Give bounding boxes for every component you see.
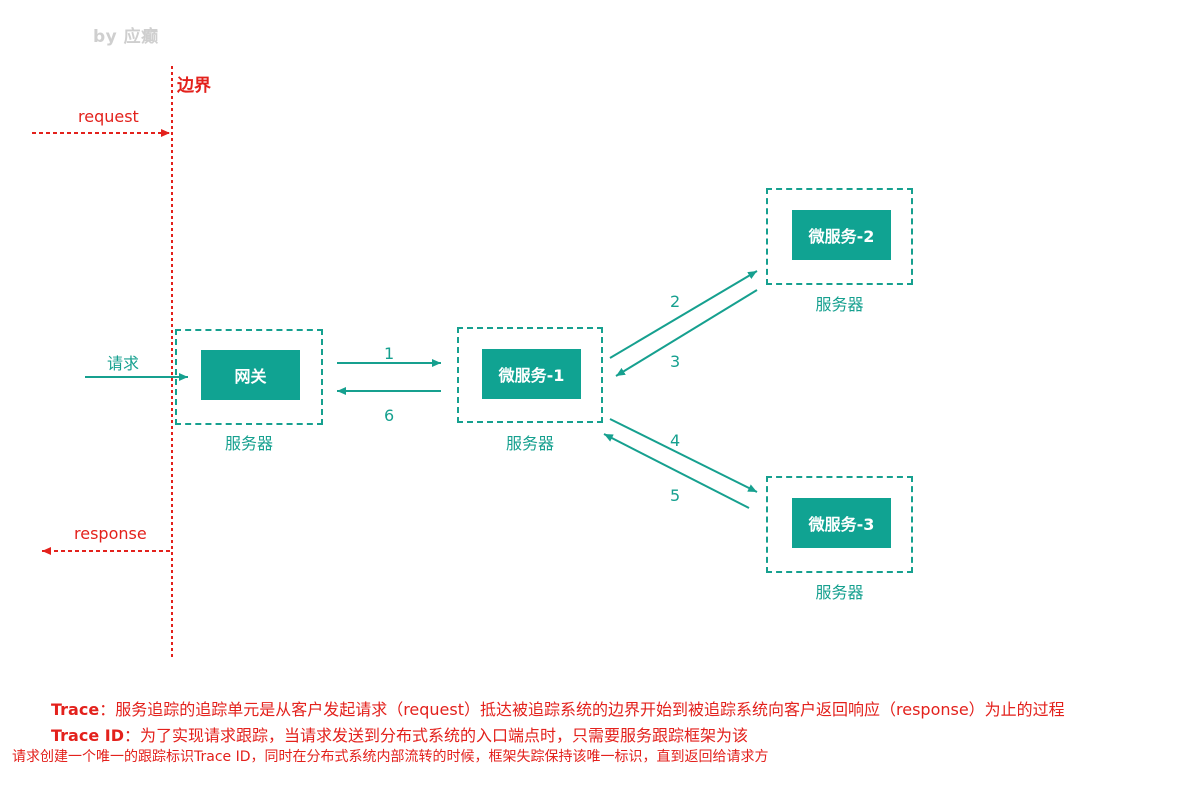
trace-definition: Trace：服务追踪的追踪单元是从客户发起请求（request）抵达被追踪系统的… xyxy=(51,696,1065,720)
gateway-node: 网关 xyxy=(201,350,300,400)
ms1-server-box xyxy=(457,327,603,423)
request-label: request xyxy=(78,107,139,126)
ms1-node: 微服务-1 xyxy=(482,349,581,399)
gateway-server-label: 服务器 xyxy=(224,434,273,453)
ms2-node: 微服务-2 xyxy=(792,210,891,260)
edge-4-arrow xyxy=(609,418,758,493)
ms3-server-label: 服务器 xyxy=(815,583,864,602)
ms2-server-box xyxy=(766,188,913,285)
trace-definition-text: ：服务追踪的追踪单元是从客户发起请求（request）抵达被追踪系统的边界开始到… xyxy=(99,700,1065,719)
ms3-server-box xyxy=(766,476,913,573)
edge-6-label: 6 xyxy=(384,406,395,425)
response-label: response xyxy=(74,524,147,543)
traceid-definition-continued: 请求创建一个唯一的跟踪标识Trace ID，同时在分布式系统内部流转的时候，框架… xyxy=(12,749,769,765)
traceid-definition-text: ：为了实现请求跟踪，当请求发送到分布式系统的入口端点时，只需要服务跟踪框架为该 xyxy=(123,726,748,745)
author-credit: by 应癫 xyxy=(93,27,159,47)
ms2-server-label: 服务器 xyxy=(815,295,864,314)
edge-3-label: 3 xyxy=(670,352,681,371)
gateway-server-box xyxy=(175,329,323,425)
trace-term: Trace xyxy=(51,700,100,719)
traceid-definition: Trace ID：为了实现请求跟踪，当请求发送到分布式系统的入口端点时，只需要服… xyxy=(51,722,748,746)
edge-4-label: 4 xyxy=(670,431,681,450)
ms3-node: 微服务-3 xyxy=(792,498,891,548)
ingress-label: 请求 xyxy=(107,354,140,373)
edge-2-label: 2 xyxy=(670,292,681,311)
traceid-term: Trace ID xyxy=(51,726,124,745)
boundary-label: 边界 xyxy=(177,76,211,96)
edge-5-arrow xyxy=(603,433,750,509)
edge-3-arrow xyxy=(615,289,758,377)
edge-1-label: 1 xyxy=(384,344,395,363)
ms1-server-label: 服务器 xyxy=(505,434,554,453)
edge-5-label: 5 xyxy=(670,486,681,505)
edge-2-arrow xyxy=(609,270,758,359)
